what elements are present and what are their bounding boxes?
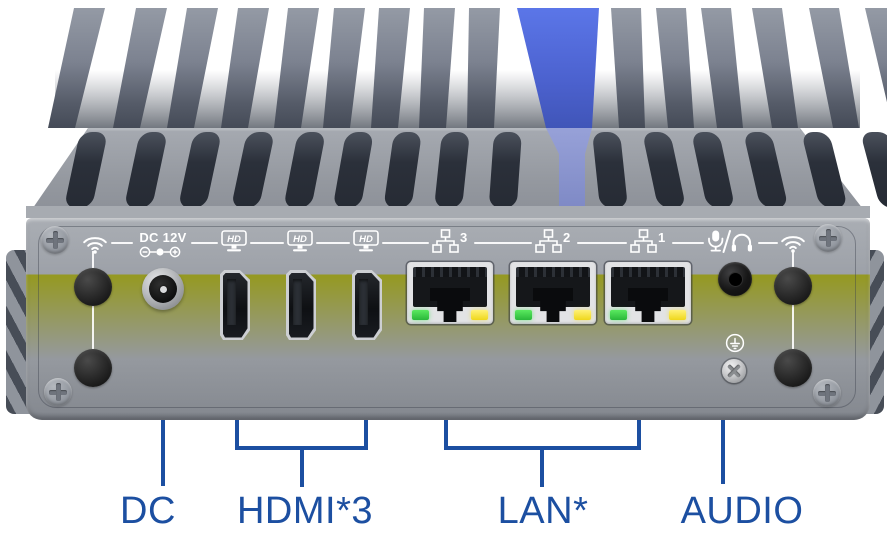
svg-text:HD: HD bbox=[227, 234, 241, 245]
heatsink-fin-group-left bbox=[48, 8, 500, 128]
grounding-screw bbox=[722, 359, 746, 383]
hd-monitor-icon: HD bbox=[221, 230, 247, 252]
strip-line bbox=[474, 242, 532, 244]
activity-led-yellow bbox=[574, 310, 591, 320]
callout-stem-lan bbox=[540, 446, 544, 487]
strip-line bbox=[758, 242, 778, 244]
corner-screw-icon bbox=[813, 379, 841, 407]
heatsink-fin-group-right bbox=[611, 8, 887, 128]
svg-text:HD: HD bbox=[293, 234, 307, 245]
dc-port-label: DC 12V bbox=[139, 230, 187, 245]
lan-port-rj45 bbox=[510, 262, 596, 324]
link-led-green bbox=[610, 310, 627, 320]
strip-line bbox=[111, 242, 133, 244]
mic-headphone-icon bbox=[708, 230, 752, 253]
hd-monitor-icon: HD bbox=[353, 230, 379, 252]
strip-line bbox=[672, 242, 704, 244]
callout-label-hdmi: HDMI*3 bbox=[236, 490, 374, 532]
headset-icon bbox=[732, 233, 752, 248]
network-nodes-icon bbox=[535, 229, 562, 253]
network-nodes-icon bbox=[432, 229, 459, 253]
callout-label-dc: DC bbox=[120, 490, 176, 532]
link-led-green bbox=[412, 310, 429, 320]
antenna-hole bbox=[74, 268, 112, 306]
accent-fin-base bbox=[546, 128, 592, 206]
strip-line bbox=[382, 242, 429, 244]
panel-seam-outline bbox=[38, 226, 856, 408]
hdmi-port bbox=[220, 270, 250, 340]
accent-fin-blue bbox=[517, 8, 599, 128]
strip-line bbox=[577, 242, 627, 244]
link-led-green bbox=[515, 310, 532, 320]
strip-line bbox=[191, 242, 218, 244]
roof-front-lip bbox=[26, 206, 870, 218]
callout-label-lan: LAN* bbox=[497, 490, 589, 532]
roof-fin-gaps bbox=[66, 132, 887, 208]
lan-port-number: 3 bbox=[460, 230, 468, 245]
lan-port-rj45 bbox=[407, 262, 493, 324]
callout-stem-hdmi bbox=[300, 446, 304, 487]
strip-line bbox=[316, 242, 350, 244]
lan-port-number: 2 bbox=[563, 230, 571, 245]
callout-label-audio: AUDIO bbox=[680, 490, 804, 532]
audio-jack bbox=[718, 262, 752, 296]
antenna-hole bbox=[74, 349, 112, 387]
antenna-hole bbox=[774, 267, 812, 305]
hdmi-port bbox=[286, 270, 316, 340]
microphone-icon bbox=[712, 230, 720, 242]
dc-power-jack bbox=[142, 268, 184, 310]
corner-screw-icon bbox=[814, 224, 842, 252]
antenna-link-line bbox=[92, 251, 94, 368]
hdmi-port bbox=[352, 270, 382, 340]
callout-line-dc bbox=[161, 420, 165, 486]
dc-polarity-icon bbox=[139, 246, 181, 258]
rj45-cavity bbox=[413, 267, 487, 307]
lan-port-number: 1 bbox=[658, 230, 666, 245]
lan-port-rj45 bbox=[605, 262, 691, 324]
callout-bracket-lan bbox=[444, 420, 448, 450]
hd-monitor-icon: HD bbox=[287, 230, 313, 252]
earth-ground-icon bbox=[725, 333, 745, 353]
activity-led-yellow bbox=[669, 310, 686, 320]
activity-led-yellow bbox=[471, 310, 488, 320]
antenna-hole bbox=[774, 349, 812, 387]
strip-line bbox=[250, 242, 284, 244]
corner-screw-icon bbox=[44, 378, 72, 406]
corner-screw-icon bbox=[41, 226, 69, 254]
wifi-icon bbox=[83, 237, 107, 254]
antenna-link-line bbox=[792, 250, 794, 368]
heatsink-fins bbox=[26, 8, 887, 218]
callout-bracket-hdmi bbox=[235, 420, 239, 450]
svg-text:HD: HD bbox=[359, 234, 373, 245]
audio-jack-hole bbox=[728, 272, 742, 286]
callout-bracket-lan bbox=[637, 420, 641, 450]
dc-jack-pin bbox=[159, 285, 167, 293]
callout-bracket-hdmi bbox=[364, 420, 368, 450]
network-nodes-icon bbox=[630, 229, 657, 253]
callout-line-audio bbox=[721, 420, 725, 484]
